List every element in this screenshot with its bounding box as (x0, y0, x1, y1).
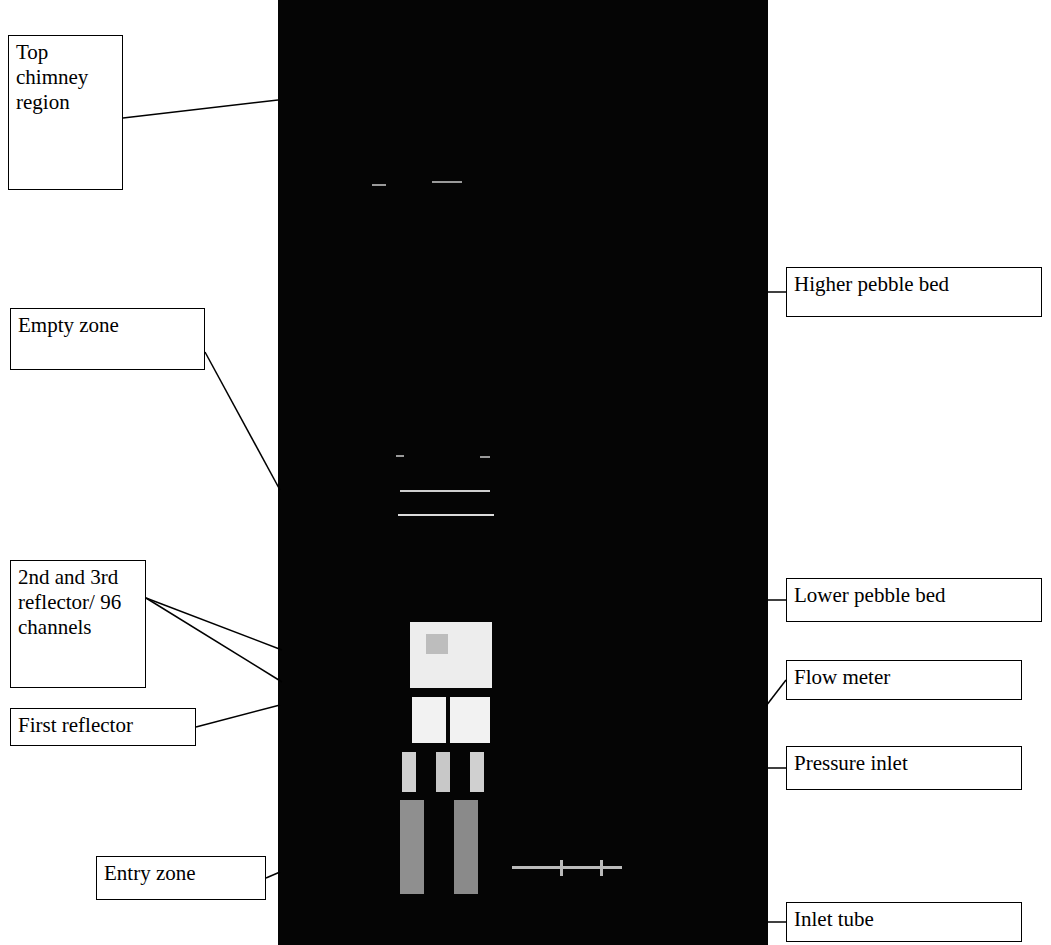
part-label: 2nd and 3rd reflector/ 96 channels (18, 565, 138, 641)
photo-background (278, 0, 768, 945)
part-label: Higher pebble bed (794, 272, 1034, 297)
label-box: Inlet tube (786, 902, 1022, 942)
label-box: Entry zone (96, 856, 266, 900)
leader-lines (123, 100, 786, 922)
part-label: Lower pebble bed (794, 583, 1034, 608)
label-box: 2nd and 3rd reflector/ 96 channels (10, 560, 146, 688)
label-box: Pressure inlet (786, 746, 1022, 790)
photo-highlights (372, 181, 494, 516)
part-label: Inlet tube (794, 907, 1014, 932)
label-box: Higher pebble bed (786, 267, 1042, 317)
part-label: Entry zone (104, 861, 258, 886)
part-label: Pressure inlet (794, 751, 1014, 776)
part-label: Top chimney region (16, 40, 115, 116)
label-box: Lower pebble bed (786, 578, 1042, 622)
label-box: Empty zone (10, 308, 205, 370)
reflector-blocks (400, 622, 622, 894)
label-box: Flow meter (786, 660, 1022, 700)
part-label: Empty zone (18, 313, 197, 338)
label-box: Top chimney region (8, 35, 123, 190)
part-label: First reflector (18, 713, 188, 738)
part-label: Flow meter (794, 665, 1014, 690)
label-box: First reflector (10, 708, 196, 746)
